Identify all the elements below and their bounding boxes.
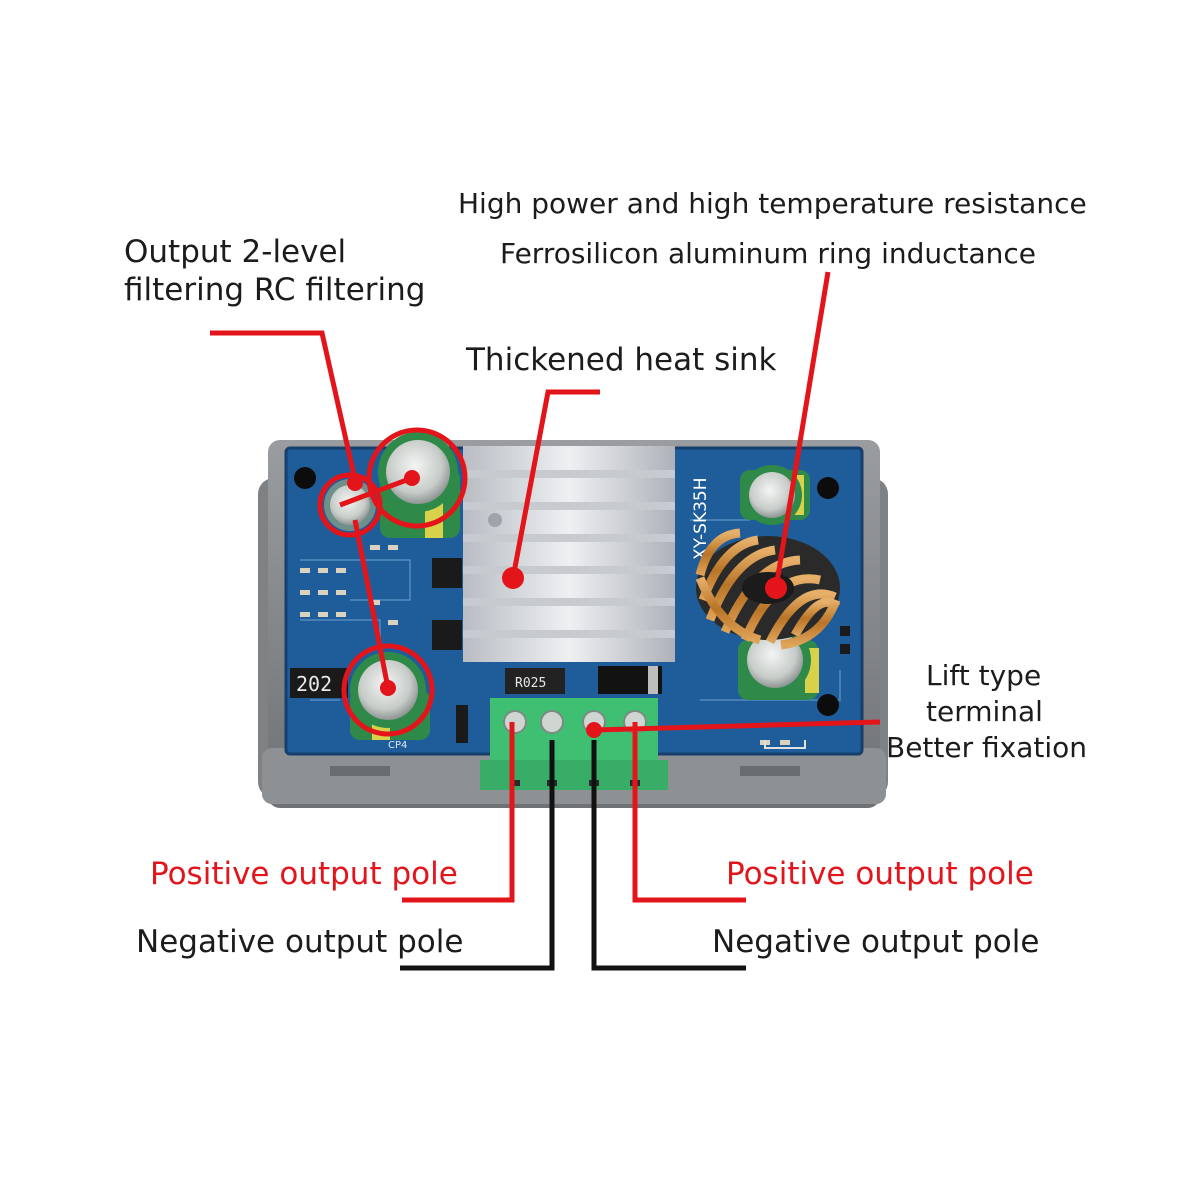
callout-dots — [347, 470, 787, 738]
label-positive-right: Positive output pole — [726, 856, 1034, 892]
label-heat-sink: Thickened heat sink — [466, 342, 777, 378]
negative-lines — [400, 740, 746, 971]
label-lift-line3: Better fixation — [886, 731, 1088, 764]
callout-lines — [210, 271, 881, 903]
label-lift-line2: terminal — [926, 695, 1043, 728]
label-negative-right: Negative output pole — [712, 924, 1040, 960]
board-model: XY-SK35H — [691, 477, 711, 560]
terminal-block — [480, 698, 668, 790]
label-output-filter-line2: filtering RC filtering — [124, 272, 426, 308]
label-output-filter-line1: Output 2-level — [124, 234, 347, 270]
label-positive-left: Positive output pole — [150, 856, 458, 892]
chip-mark: 202 — [296, 672, 332, 696]
label-lift-line1: Lift type — [926, 659, 1042, 692]
capacitor-right-top — [740, 465, 810, 525]
label-ferrosilicon: Ferrosilicon aluminum ring inductance — [500, 237, 1037, 270]
heat-sink — [463, 446, 675, 662]
label-high-power: High power and high temperature resistan… — [458, 187, 1087, 220]
resistor-mark: R025 — [515, 676, 546, 691]
cap-mark: CP4 — [388, 740, 407, 751]
label-negative-left: Negative output pole — [136, 924, 464, 960]
